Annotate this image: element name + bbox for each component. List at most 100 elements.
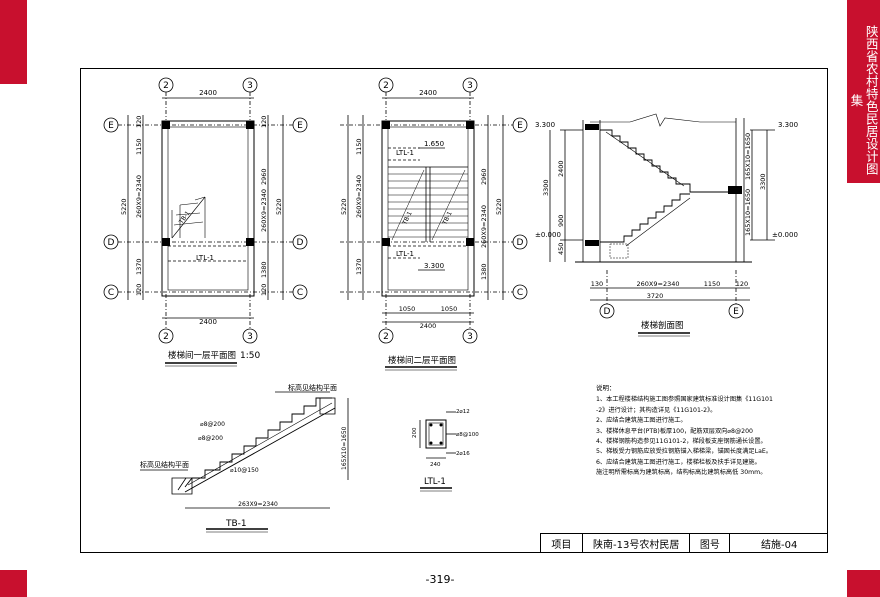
ltl-label: LTL-1 [396,250,414,258]
note-line: 4、楼梯钢筋构造参见11G101-2，梯段板支座钢筋通长设置。 [596,438,767,446]
dim: 200 [412,427,418,438]
dim: 2400 [420,322,437,330]
stair-section: D E 3.300 3.300 ±0.000 ± [535,113,798,337]
plan-2-title: 楼梯间二层平面图 [388,355,456,366]
dim: 165X10=1650 [341,426,348,470]
tb1-detail: 标高见结构平面 标高见结构平面 263X9=2340 165X10=1650 ⌀… [140,383,349,533]
axis-label: E [297,121,303,131]
axis-label: 3 [247,332,253,342]
dim: 1370 [135,258,143,275]
drawing-frame [80,68,828,553]
axis-label: D [297,238,304,248]
dim: 260X9=2340 [260,189,268,232]
tb-label: TB-1 [401,210,414,227]
ltl1-title: LTL-1 [424,477,446,487]
axis-label: C [297,288,303,298]
axis-label: 2 [163,81,169,91]
note-line: 5、梯板受力钢筋应放受拉钢筋锚入梯梯梁，锚固长度满足LaE。 [596,448,772,456]
corner-mark-bottom-left [0,570,27,597]
elevation: ±0.000 [535,231,561,239]
page-number: -319- [425,573,455,586]
dim: 3300 [759,173,767,190]
note-line: 1、本工程楼梯结构施工图参照国家建筑标准设计图集《11G101 [596,396,773,404]
tb1-title: TB-1 [225,519,247,529]
note-line: 6、应结合建筑施工图进行施工，楼梯栏板及扶手详见建施。 [596,458,761,466]
rebar: 2⌀12 [456,409,470,415]
notes-title: 说明： [596,384,616,392]
axis-label: 2 [163,332,169,342]
dim: 5220 [275,198,283,215]
dim: 1380 [260,261,268,278]
note-line: -2》进行设计；其构造详见《11G101-2》。 [596,406,717,414]
dim: 1050 [399,305,416,313]
axis-label: C [108,288,114,298]
dim: 165X10=1650 [744,133,752,180]
axis-label: E [108,121,114,131]
side-banner-title: 陕西省农村特色民居设计图集 [848,25,879,175]
axis-label: 2 [383,81,389,91]
dim: 120 [260,284,268,296]
dim: 260X9=2340 [637,280,680,288]
dim: 5220 [495,198,503,215]
dim: 120 [260,116,268,128]
axis-label: 3 [247,81,253,91]
rebar: ⌀8@200 [198,435,223,442]
tb-label: TB-1 [441,210,454,227]
tb1-label-top: 标高见结构平面 [288,383,337,392]
axis-label: D [108,238,115,248]
rebar: ⌀10@150 [230,467,259,474]
axis-label: D [604,307,611,317]
dim: 1050 [441,305,458,313]
dim: 1370 [355,258,363,275]
dim: 120 [135,284,143,296]
dim: 260X9=2340 [355,175,363,218]
elevation: 3.300 [535,121,555,129]
dim: 900 [557,215,565,227]
dim: 2400 [199,318,217,326]
dim: 2960 [480,168,488,185]
elevation: 3.300 [778,121,798,129]
rebar: ⌀8@200 [200,421,225,428]
corner-mark-bottom-right [847,570,880,597]
ltl-label: LTL-1 [196,254,214,262]
axis-label: E [733,307,739,317]
plan-1-title: 楼梯间一层平面图 [168,350,236,361]
title-block: 项目 陕南-13号农村民居 图号 结施-04 [540,533,828,553]
dim: 1380 [480,263,488,280]
rebar: ⌀8@100 [456,432,479,438]
plan-2: 2 3 2 3 E D C [340,77,528,371]
ltl-label: LTL-1 [396,149,414,157]
project-label: 项目 [541,534,583,553]
tb1-label-bottom: 标高见结构平面 [140,460,189,469]
note-line: 施注明所需标高为建筑标高，结构标高比建筑标高低 30mm。 [596,469,767,477]
dim: 5220 [120,198,128,215]
note-line: 3、楼梯休息平台(PTB)板厚100，配筋双层双向⌀8@200 [596,427,753,435]
axis-label: C [517,288,523,298]
axis-label: E [517,121,523,131]
design-notes: 说明： 1、本工程楼梯结构施工图参照国家建筑标准设计图集《11G101 -2》进… [596,383,816,479]
dim: 3720 [647,292,664,300]
axis-label: 3 [467,81,473,91]
dim: 2400 [199,89,217,97]
dim: 3300 [542,179,550,196]
dim: 2400 [419,89,437,97]
dim: 1150 [704,280,721,288]
plan-1: 2 3 2 3 E D C E D C LTL-1 [103,77,308,367]
axis-label: 2 [383,332,389,342]
dim: 2960 [260,168,268,185]
dim: 1150 [135,138,143,155]
dim: 240 [430,462,441,468]
dim: 2400 [557,160,565,177]
dim: 260X9=2340 [480,205,488,248]
drawing-no: 结施-04 [761,540,798,551]
dim: 130 [591,280,603,288]
plan-1-scale: 1:50 [240,351,260,361]
section-title: 楼梯剖面图 [641,320,684,331]
dim: 5220 [340,198,348,215]
dim: 450 [557,243,565,255]
drawing-no-label: 图号 [690,534,731,553]
axis-label: 3 [467,332,473,342]
corner-mark-top-left [0,0,27,84]
dim: 120 [736,280,748,288]
